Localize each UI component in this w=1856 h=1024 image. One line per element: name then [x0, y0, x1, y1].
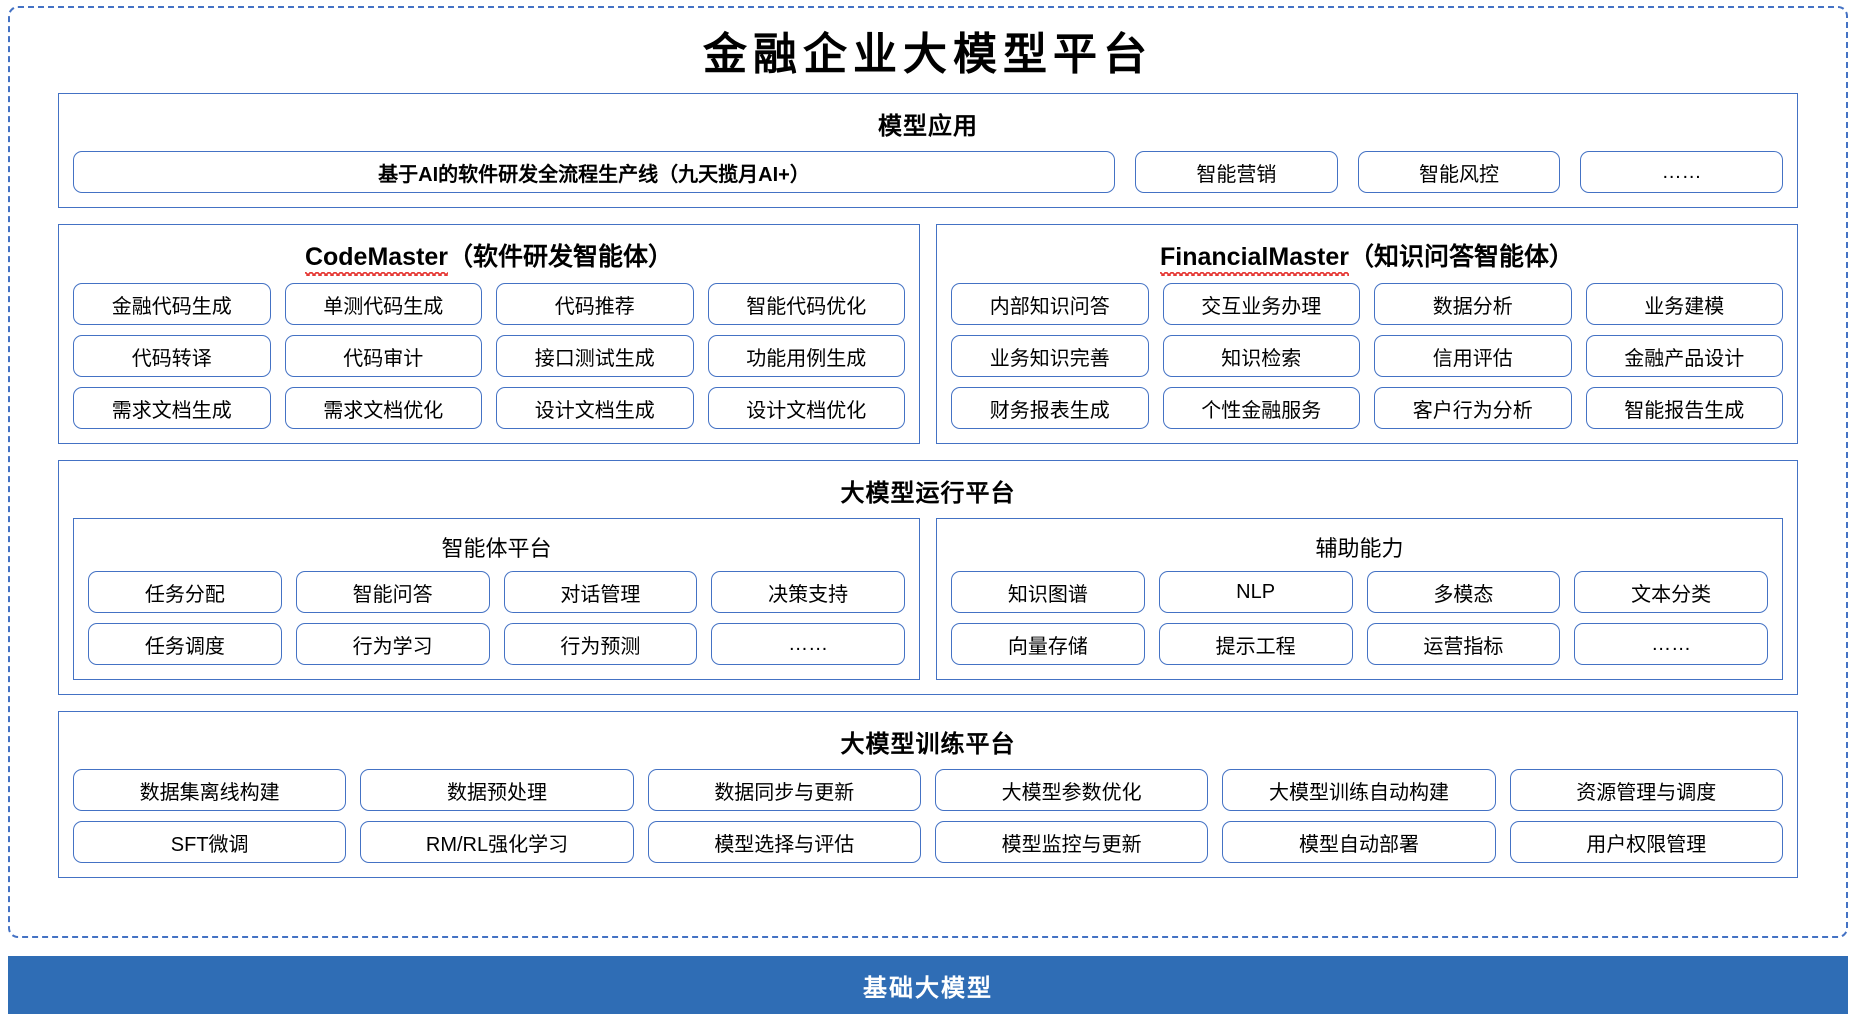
app-item-risk-control[interactable]: 智能风控	[1357, 151, 1561, 194]
pill-fin-2-1[interactable]: 业务知识完善	[951, 335, 1149, 378]
pill-train-2-2[interactable]: RM/RL强化学习	[360, 821, 634, 864]
section-title-runtime-platform: 大模型运行平台	[840, 480, 1016, 508]
pill-assist-1-3[interactable]: 多模态	[1366, 571, 1561, 614]
base-model-band: 基础大模型	[8, 956, 1848, 1014]
pill-code-3-2[interactable]: 需求文档优化	[284, 387, 482, 430]
agent-platform-row-1: 任务分配 智能问答 对话管理 决策支持	[88, 571, 905, 614]
assist-capability-row-2: 向量存储 提示工程 运营指标 ……	[951, 623, 1768, 666]
platform-outer-frame: 金融企业大模型平台 模型应用 基于AI的软件研发全流程生产线（九天揽月AI+） …	[8, 6, 1848, 938]
pill-code-1-2[interactable]: 单测代码生成	[284, 283, 482, 326]
pill-fin-3-2[interactable]: 个性金融服务	[1162, 387, 1360, 430]
financial-master-suffix: （知识问答智能体）	[1348, 243, 1574, 272]
pill-assist-1-2[interactable]: NLP	[1158, 571, 1353, 614]
section-runtime-platform: 大模型运行平台 智能体平台 任务分配 智能问答 对话管理 决策支持 任务调度 行…	[58, 460, 1798, 696]
pill-train-1-6[interactable]: 资源管理与调度	[1509, 769, 1783, 812]
pill-fin-2-4[interactable]: 金融产品设计	[1585, 335, 1783, 378]
pill-assist-2-3[interactable]: 运营指标	[1366, 623, 1561, 666]
pill-agentp-1-1[interactable]: 任务分配	[88, 571, 282, 614]
pill-code-3-3[interactable]: 设计文档生成	[496, 387, 694, 430]
pill-agentp-1-3[interactable]: 对话管理	[503, 571, 698, 614]
pill-fin-2-3[interactable]: 信用评估	[1374, 335, 1572, 378]
pill-agentp-1-2[interactable]: 智能问答	[295, 571, 490, 614]
section-title-model-application: 模型应用	[878, 113, 978, 141]
application-row: 基于AI的软件研发全流程生产线（九天揽月AI+） 智能营销 智能风控 ……	[73, 151, 1784, 194]
financial-master-row-3: 财务报表生成 个性金融服务 客户行为分析 智能报告生成	[951, 387, 1783, 430]
financial-master-row-1: 内部知识问答 交互业务办理 数据分析 业务建模	[951, 283, 1783, 326]
pill-code-1-3[interactable]: 代码推荐	[496, 283, 694, 326]
agent-panels: CodeMaster（软件研发智能体） 金融代码生成 单测代码生成 代码推荐 智…	[58, 224, 1798, 445]
panel-code-master: CodeMaster（软件研发智能体） 金融代码生成 单测代码生成 代码推荐 智…	[58, 224, 920, 445]
code-master-name: CodeMaster	[304, 243, 449, 277]
pill-fin-2-2[interactable]: 知识检索	[1162, 335, 1360, 378]
pill-code-2-1[interactable]: 代码转译	[73, 335, 271, 378]
pill-fin-1-2[interactable]: 交互业务办理	[1162, 283, 1360, 326]
pill-train-1-1[interactable]: 数据集离线构建	[73, 769, 347, 812]
pill-train-2-6[interactable]: 用户权限管理	[1509, 821, 1783, 864]
pill-train-1-3[interactable]: 数据同步与更新	[647, 769, 921, 812]
panel-title-agent-platform: 智能体平台	[441, 536, 552, 562]
panel-title-assist-capability: 辅助能力	[1315, 536, 1404, 562]
panel-agent-platform: 智能体平台 任务分配 智能问答 对话管理 决策支持 任务调度 行为学习 行为预测…	[73, 518, 920, 681]
assist-capability-row-1: 知识图谱 NLP 多模态 文本分类	[951, 571, 1768, 614]
pill-fin-1-1[interactable]: 内部知识问答	[951, 283, 1149, 326]
section-model-application: 模型应用 基于AI的软件研发全流程生产线（九天揽月AI+） 智能营销 智能风控 …	[58, 93, 1798, 209]
app-item-more[interactable]: ……	[1580, 151, 1784, 194]
section-title-training-platform: 大模型训练平台	[840, 731, 1016, 759]
panel-title-code-master: CodeMaster（软件研发智能体）	[73, 235, 905, 283]
pill-train-2-5[interactable]: 模型自动部署	[1222, 821, 1496, 864]
pill-train-1-4[interactable]: 大模型参数优化	[934, 769, 1209, 812]
pill-agentp-2-1[interactable]: 任务调度	[88, 623, 282, 666]
pill-train-2-3[interactable]: 模型选择与评估	[647, 821, 921, 864]
pill-fin-3-3[interactable]: 客户行为分析	[1374, 387, 1572, 430]
pill-code-3-4[interactable]: 设计文档优化	[707, 387, 905, 430]
pill-code-1-4[interactable]: 智能代码优化	[707, 283, 905, 326]
pill-fin-3-1[interactable]: 财务报表生成	[951, 387, 1149, 430]
pill-fin-1-3[interactable]: 数据分析	[1374, 283, 1572, 326]
app-item-marketing[interactable]: 智能营销	[1135, 151, 1338, 194]
pill-agentp-1-4[interactable]: 决策支持	[711, 571, 905, 614]
pill-train-2-4[interactable]: 模型监控与更新	[934, 821, 1209, 864]
panel-assist-capability: 辅助能力 知识图谱 NLP 多模态 文本分类 向量存储 提示工程 运营指标 ……	[936, 518, 1783, 681]
panel-financial-master: FinancialMaster（知识问答智能体） 内部知识问答 交互业务办理 数…	[936, 224, 1798, 445]
pill-train-2-1[interactable]: SFT微调	[73, 821, 347, 864]
pill-code-3-1[interactable]: 需求文档生成	[73, 387, 271, 430]
pill-assist-2-2[interactable]: 提示工程	[1158, 623, 1353, 666]
pill-assist-1-1[interactable]: 知识图谱	[951, 571, 1145, 614]
panel-title-financial-master: FinancialMaster（知识问答智能体）	[951, 235, 1783, 283]
financial-master-row-2: 业务知识完善 知识检索 信用评估 金融产品设计	[951, 335, 1783, 378]
pill-train-1-2[interactable]: 数据预处理	[360, 769, 634, 812]
pill-assist-2-1[interactable]: 向量存储	[951, 623, 1145, 666]
pill-code-2-2[interactable]: 代码审计	[284, 335, 482, 378]
code-master-row-3: 需求文档生成 需求文档优化 设计文档生成 设计文档优化	[73, 387, 905, 430]
code-master-suffix: （软件研发智能体）	[448, 243, 674, 272]
code-master-row-1: 金融代码生成 单测代码生成 代码推荐 智能代码优化	[73, 283, 905, 326]
app-main-item[interactable]: 基于AI的软件研发全流程生产线（九天揽月AI+）	[73, 151, 1115, 194]
code-master-row-2: 代码转译 代码审计 接口测试生成 功能用例生成	[73, 335, 905, 378]
agent-platform-row-2: 任务调度 行为学习 行为预测 ……	[88, 623, 905, 666]
pill-code-2-3[interactable]: 接口测试生成	[496, 335, 694, 378]
pill-code-1-1[interactable]: 金融代码生成	[73, 283, 271, 326]
training-row-2: SFT微调 RM/RL强化学习 模型选择与评估 模型监控与更新 模型自动部署 用…	[73, 821, 1783, 864]
page-title: 金融企业大模型平台	[703, 29, 1153, 80]
financial-master-name: FinancialMaster	[1160, 243, 1349, 277]
pill-code-2-4[interactable]: 功能用例生成	[707, 335, 905, 378]
section-training-platform: 大模型训练平台 数据集离线构建 数据预处理 数据同步与更新 大模型参数优化 大模…	[58, 711, 1798, 879]
pill-agentp-2-3[interactable]: 行为预测	[503, 623, 698, 666]
runtime-inner-panels: 智能体平台 任务分配 智能问答 对话管理 决策支持 任务调度 行为学习 行为预测…	[73, 518, 1783, 681]
pill-train-1-5[interactable]: 大模型训练自动构建	[1222, 769, 1496, 812]
pill-agentp-2-4[interactable]: ……	[711, 623, 905, 666]
pill-assist-1-4[interactable]: 文本分类	[1574, 571, 1768, 614]
training-row-1: 数据集离线构建 数据预处理 数据同步与更新 大模型参数优化 大模型训练自动构建 …	[73, 769, 1783, 812]
base-model-label: 基础大模型	[863, 974, 993, 1002]
pill-fin-3-4[interactable]: 智能报告生成	[1585, 387, 1783, 430]
pill-fin-1-4[interactable]: 业务建模	[1585, 283, 1783, 326]
pill-agentp-2-2[interactable]: 行为学习	[295, 623, 490, 666]
pill-assist-2-4[interactable]: ……	[1574, 623, 1768, 666]
